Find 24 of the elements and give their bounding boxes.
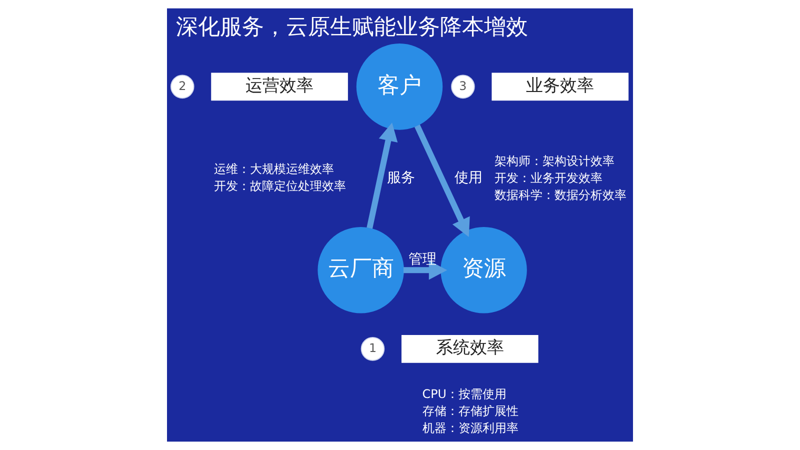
arrow (414, 124, 470, 237)
node-label: CPU：按需使用 (422, 387, 506, 402)
node-label: 数据科学：数据分析效率 (494, 188, 627, 202)
diagram-title: 深化服务，云原生赋能业务降本增效 (176, 14, 528, 40)
node-circle: 客户 (356, 44, 443, 130)
node-label: 开发：故障定位处理效率 (214, 178, 346, 193)
node-label: 机器：资源利用率 (422, 420, 518, 435)
node-label: 架构师：架构设计效率 (494, 154, 615, 168)
node-box: 业务效率 (492, 72, 629, 101)
node-circle: 资源 (440, 226, 527, 314)
arrow (366, 122, 398, 229)
node-circle: 云厂商 (318, 226, 404, 314)
node-label: 开发：业务开发效率 (494, 170, 603, 185)
edge-label: 管理 (408, 251, 436, 268)
node-box: 运营效率 (211, 72, 348, 101)
arrow (404, 260, 448, 280)
node-box: 系统效率 (402, 335, 538, 363)
edge-label: 服务 (386, 170, 415, 186)
edge-label: 使用 (454, 170, 482, 186)
node-label: 存储：存储扩展性 (422, 404, 518, 418)
node-circle: 3 (451, 74, 475, 99)
node-circle: 2 (170, 74, 194, 99)
node-label: 运维：大规模运维效率 (214, 162, 334, 176)
node-circle: 1 (360, 337, 385, 361)
